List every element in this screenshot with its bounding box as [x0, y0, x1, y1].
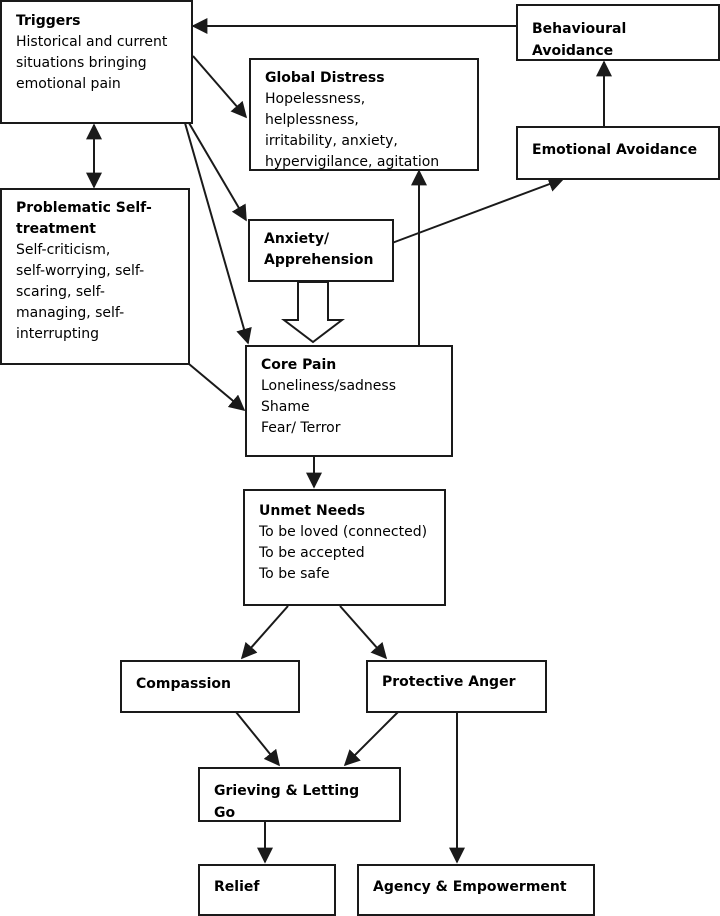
- self-treatment-line-3: scaring, self-: [16, 284, 105, 300]
- global-distress-line-1: Hopelessness, helplessness,: [265, 91, 366, 128]
- self-treatment-line-4: managing, self-: [16, 305, 125, 321]
- self-treatment-title-1: Problematic Self-: [16, 200, 152, 216]
- unmet-needs-title: Unmet Needs: [259, 503, 366, 519]
- global-distress-box: Global Distress Hopelessness, helplessne…: [249, 58, 479, 171]
- grieving-box: Grieving & Letting Go: [198, 767, 401, 822]
- anxiety-box: Anxiety/ Apprehension: [248, 219, 394, 282]
- global-distress-line-2: irritability, anxiety,: [265, 133, 398, 149]
- unmet-needs-line-3: To be safe: [259, 566, 330, 582]
- triggers-title: Triggers: [16, 13, 81, 29]
- core-pain-line-3: Fear/ Terror: [261, 420, 341, 436]
- arrow-triggers-to-anxiety: [188, 122, 247, 222]
- arrow-triggers-to-core-pain: [184, 122, 252, 345]
- triggers-line-3: emotional pain: [16, 76, 121, 92]
- grieving-title: Grieving & Letting Go: [214, 783, 360, 821]
- protective-anger-box: Protective Anger: [366, 660, 547, 713]
- protective-anger-title: Protective Anger: [382, 674, 516, 690]
- arrow-anger-to-grieving: [343, 711, 399, 767]
- triggers-line-2: situations bringing: [16, 55, 147, 71]
- core-pain-line-1: Loneliness/sadness: [261, 378, 397, 394]
- anxiety-title-2: Apprehension: [264, 252, 374, 268]
- unmet-needs-line-1: To be loved (connected): [259, 524, 428, 540]
- core-pain-box: Core Pain Loneliness/sadness Shame Fear/…: [245, 345, 453, 457]
- anxiety-title-1: Anxiety/: [264, 231, 330, 247]
- emotional-avoidance-box: Emotional Avoidance: [516, 126, 720, 180]
- arrow-triggers-to-global-distress: [192, 55, 248, 119]
- self-treatment-line-2: self-worrying, self-: [16, 263, 145, 279]
- relief-box: Relief: [198, 864, 336, 916]
- arrow-self-treatment-to-core-pain: [188, 363, 246, 412]
- agency-title: Agency & Empowerment: [373, 879, 567, 895]
- block-arrow-anxiety-to-core-pain: [281, 281, 345, 344]
- triggers-line-1: Historical and current: [16, 34, 168, 50]
- arrow-unmet-needs-to-protective-anger: [339, 605, 388, 660]
- global-distress-title: Global Distress: [265, 70, 385, 86]
- core-pain-line-2: Shame: [261, 399, 310, 415]
- agency-box: Agency & Empowerment: [357, 864, 595, 916]
- global-distress-line-3: hypervigilance, agitation: [265, 154, 440, 170]
- emotional-avoidance-title: Emotional Avoidance: [532, 142, 698, 158]
- self-treatment-line-5: interrupting: [16, 326, 100, 342]
- behavioural-avoidance-title: Behavioural Avoidance: [532, 21, 627, 59]
- triggers-box: Triggers Historical and current situatio…: [0, 0, 193, 124]
- self-treatment-title-2: treatment: [16, 221, 96, 237]
- problematic-self-treatment-box: Problematic Self- treatment Self-critici…: [0, 188, 190, 365]
- arrow-compassion-to-grieving: [235, 711, 281, 767]
- relief-title: Relief: [214, 879, 260, 895]
- self-treatment-line-1: Self-criticism,: [16, 242, 111, 258]
- compassion-box: Compassion: [120, 660, 300, 713]
- unmet-needs-box: Unmet Needs To be loved (connected) To b…: [243, 489, 446, 606]
- unmet-needs-line-2: To be accepted: [259, 545, 365, 561]
- core-pain-title: Core Pain: [261, 357, 337, 373]
- behavioural-avoidance-box: Behavioural Avoidance: [516, 4, 720, 61]
- arrow-unmet-needs-to-compassion: [240, 605, 289, 660]
- compassion-title: Compassion: [136, 676, 231, 692]
- arrow-anxiety-to-emotional: [391, 176, 565, 244]
